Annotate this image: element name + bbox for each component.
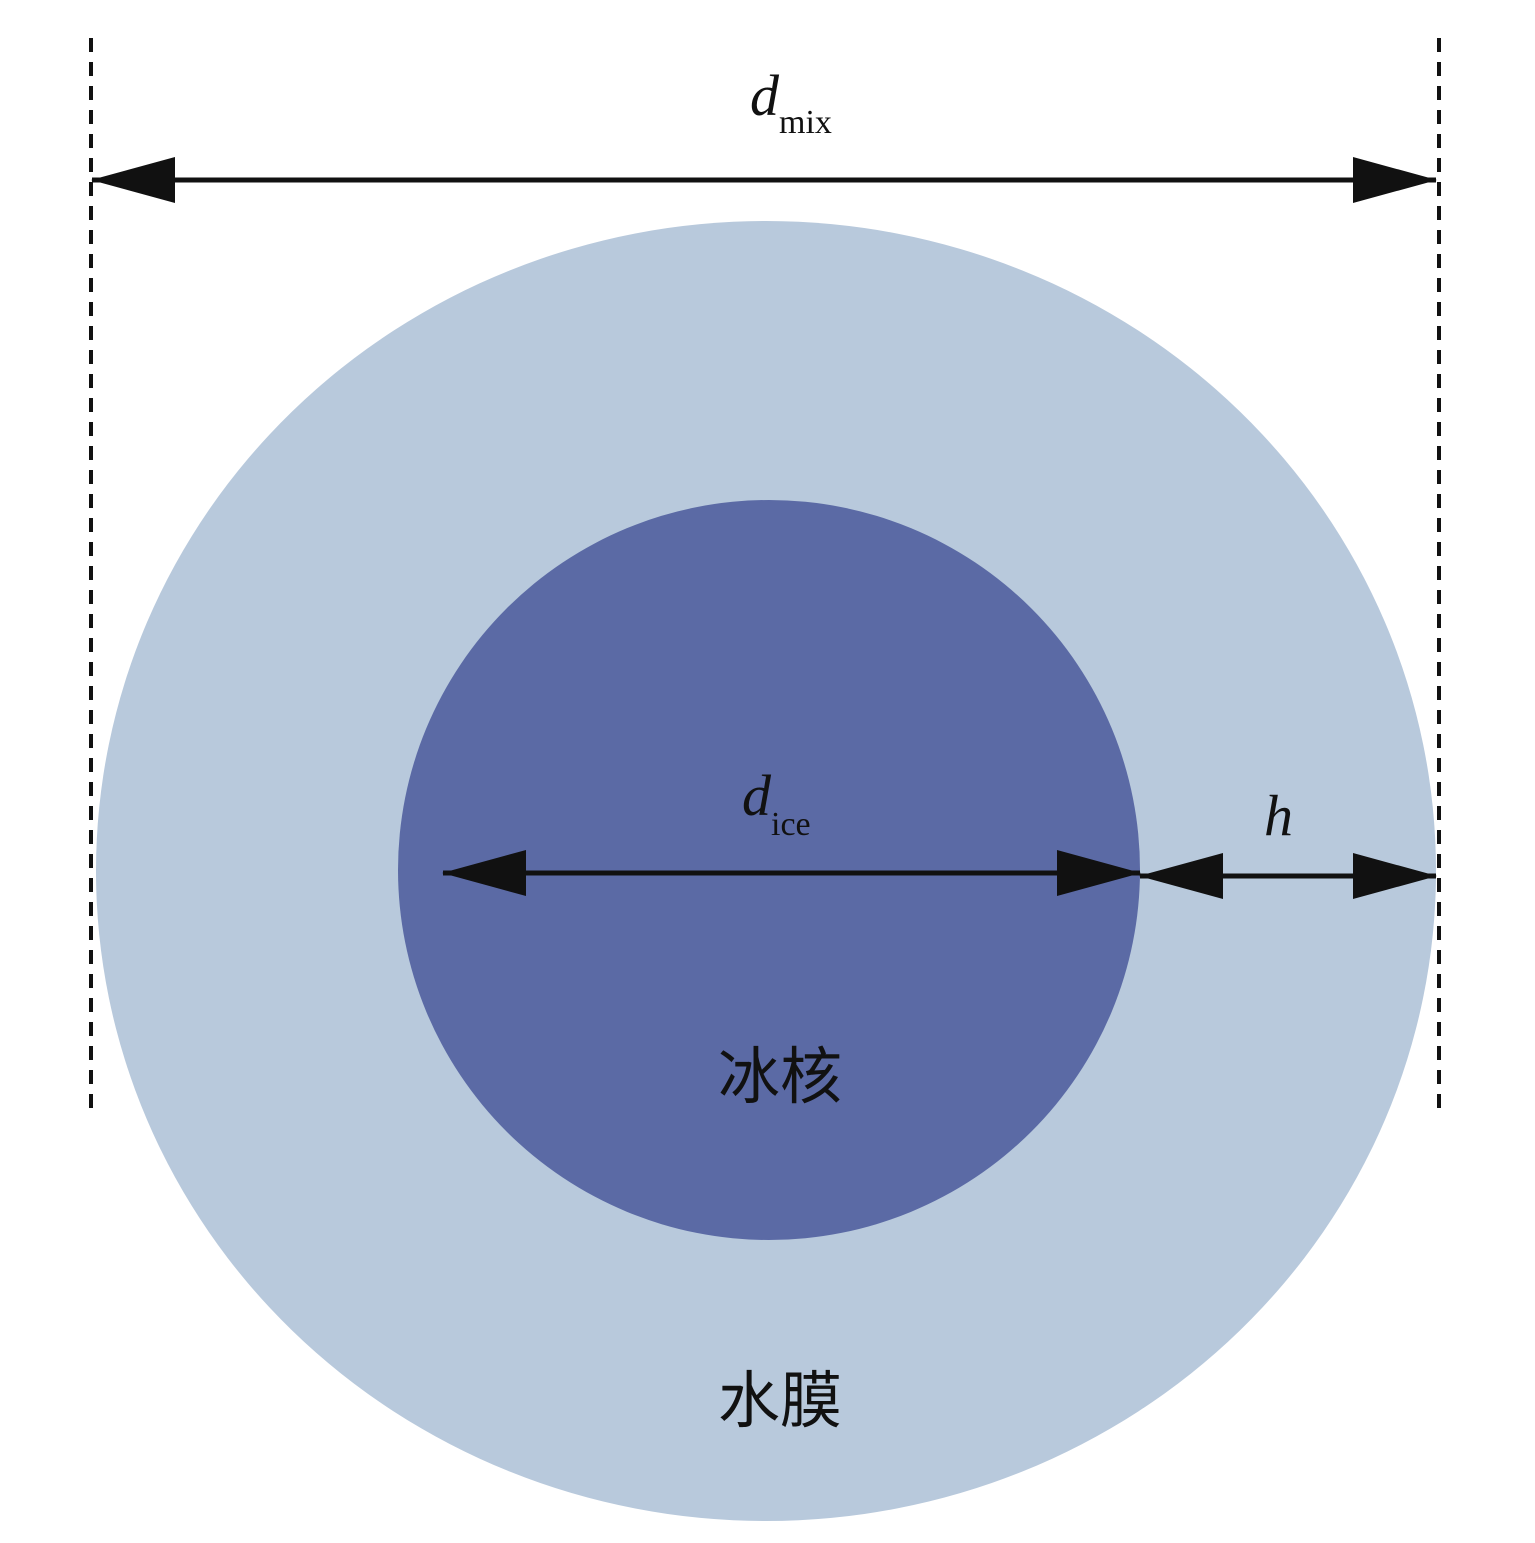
h-label: h [1264,783,1293,848]
d-mix-label: dmix [750,63,832,141]
d-ice-label: dice [742,763,811,843]
water-film-label: 水膜 [718,1364,842,1437]
ice-core-label: 冰核 [718,1040,842,1113]
ice-core-circle [398,500,1140,1240]
